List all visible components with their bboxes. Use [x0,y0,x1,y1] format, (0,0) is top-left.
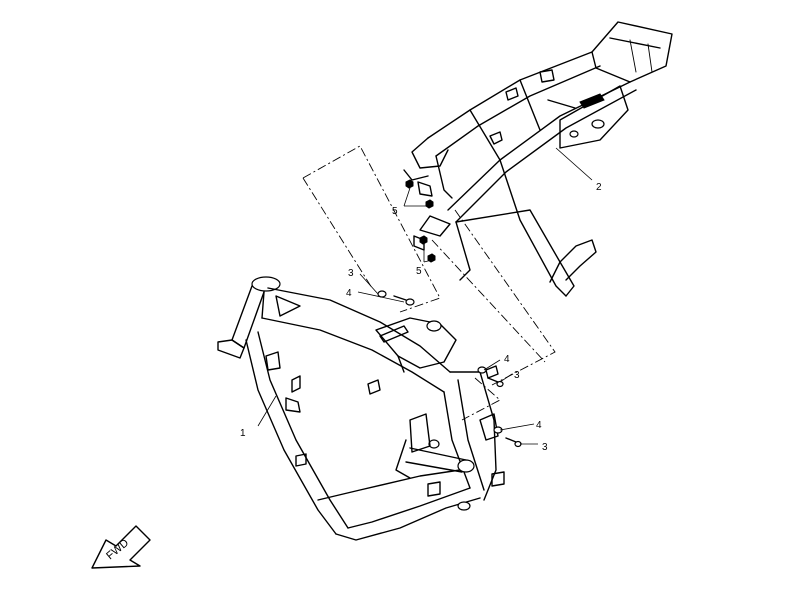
washer-upper [377,290,387,298]
callout-rear-frame: 2 [596,182,602,193]
bolt-mid [496,380,504,388]
callout-bolt-low: 3 [542,442,548,453]
callout-washer-low: 4 [536,420,542,431]
nut-lower-a [419,235,428,245]
callout-bolt-mid: 3 [514,370,520,381]
washer-mid [477,366,487,374]
nut-upper-a [405,179,414,189]
rear-frame [403,21,673,297]
callout-bolt-upper: 3 [348,268,354,279]
bolt-upper [405,298,415,306]
callout-nut-lower: 5 [416,266,422,277]
leader-lines [257,147,593,445]
callout-labels: 1 2 5 5 3 4 4 3 4 3 [240,182,602,453]
nut-upper-b [425,199,434,209]
alignment-guide-lines [302,145,556,421]
callout-washer-upper: 4 [346,288,352,299]
callout-nut-upper: 5 [392,206,398,217]
fasteners [377,179,522,448]
callout-washer-mid: 4 [504,354,510,365]
callout-frame: 1 [240,428,246,439]
forward-direction-arrow: FWD [91,525,151,569]
nut-lower-b [427,253,436,263]
main-frame [217,276,505,541]
